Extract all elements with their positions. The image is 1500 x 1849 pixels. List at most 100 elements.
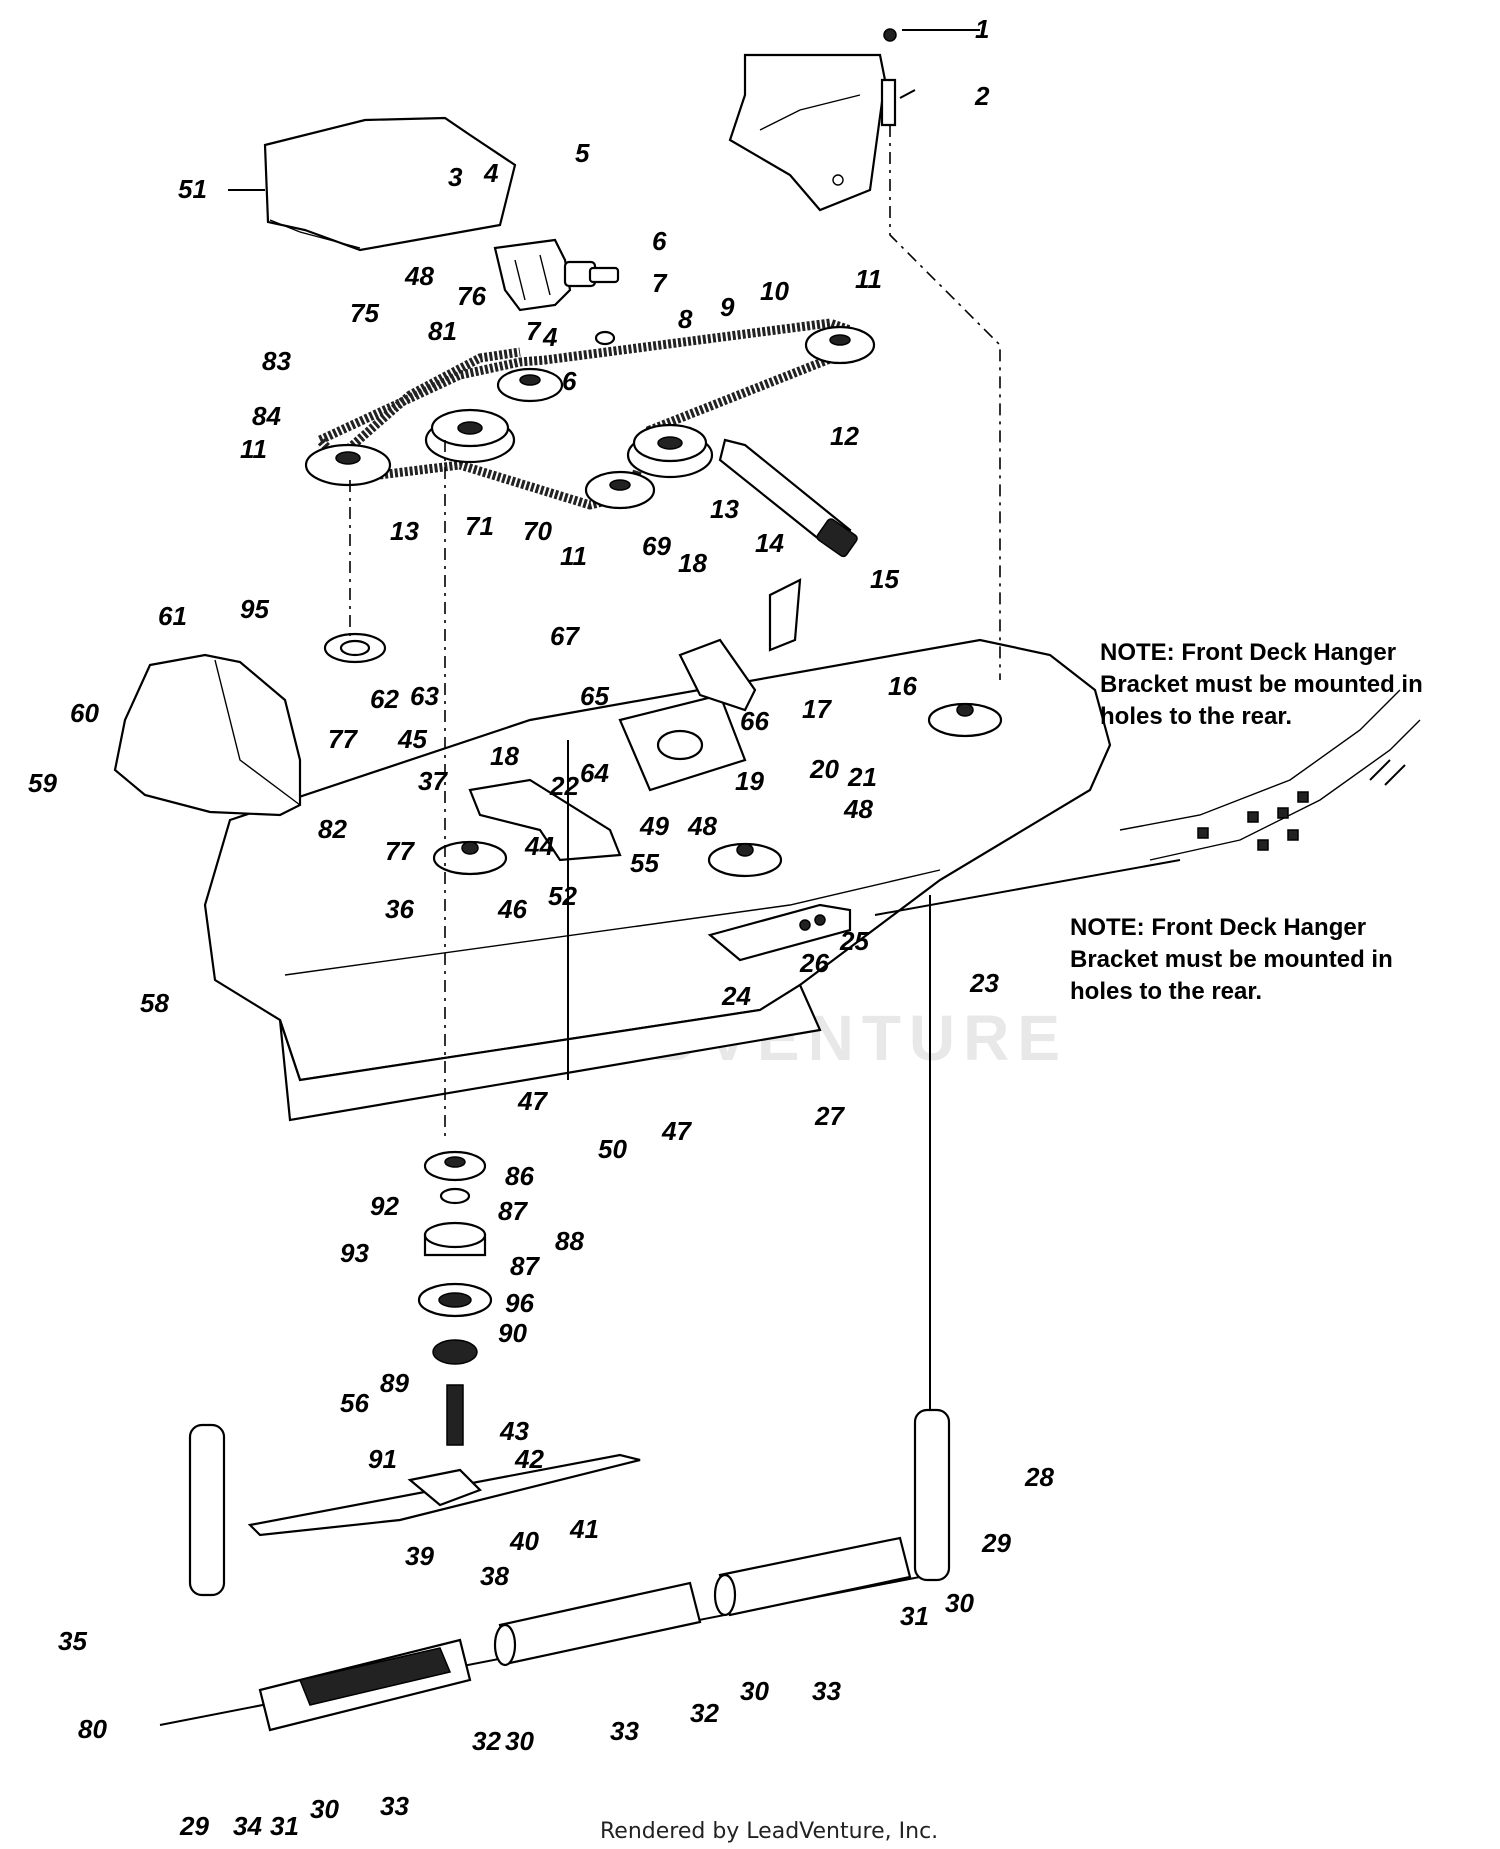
callout-63: 63	[410, 681, 439, 711]
callout-9: 9	[720, 292, 735, 322]
callout-1: 1	[975, 14, 989, 44]
callout-11: 11	[560, 541, 587, 571]
callout-2: 2	[974, 81, 990, 111]
callouts: 1 2 3 4 4 5 6 6 7 7 8 9 10 11 11 11 12 1…	[28, 14, 1054, 1841]
alignment-lines	[349, 125, 1001, 1410]
callout-75: 75	[350, 298, 379, 328]
callout-30: 30	[310, 1794, 339, 1824]
callout-48: 48	[687, 811, 717, 841]
cover-pin	[880, 28, 897, 127]
callout-13: 13	[390, 516, 419, 546]
callout-96: 96	[505, 1288, 534, 1318]
callout-64: 64	[580, 758, 609, 788]
callout-60: 60	[70, 698, 99, 728]
callout-52: 52	[548, 881, 577, 911]
callout-93: 93	[340, 1238, 369, 1268]
callout-40: 40	[509, 1526, 539, 1556]
callout-31: 31	[900, 1601, 929, 1631]
callout-44: 44	[524, 831, 554, 861]
callout-30: 30	[945, 1588, 974, 1618]
callout-23: 23	[969, 968, 999, 998]
spindle-mounts	[432, 702, 1003, 878]
callout-87: 87	[498, 1196, 528, 1226]
pulley-center-right	[626, 423, 714, 479]
callout-19: 19	[735, 766, 764, 796]
callout-50: 50	[598, 1134, 627, 1164]
svg-text:Bracket must be mounted in: Bracket must be mounted in	[1100, 671, 1423, 698]
callout-21: 21	[847, 762, 877, 792]
callout-47: 47	[661, 1116, 692, 1146]
note-2: NOTE: Front Deck Hanger Bracket must be …	[1070, 914, 1393, 1005]
front-hanger-bracket	[707, 903, 852, 962]
callout-22: 22	[549, 771, 579, 801]
callout-7: 7	[526, 316, 542, 346]
callout-51: 51	[178, 174, 207, 204]
callout-95: 95	[240, 594, 269, 624]
callout-16: 16	[888, 671, 917, 701]
svg-text:holes to the rear.: holes to the rear.	[1070, 978, 1262, 1005]
callout-5: 5	[575, 138, 590, 168]
callout-25: 25	[839, 926, 869, 956]
callout-11: 11	[855, 264, 882, 294]
callout-84: 84	[252, 401, 281, 431]
svg-text:holes to the rear.: holes to the rear.	[1100, 703, 1292, 730]
callout-41: 41	[569, 1514, 599, 1544]
callout-29: 29	[179, 1811, 209, 1841]
lift-bracket	[678, 578, 802, 712]
callout-71: 71	[465, 511, 494, 541]
callout-58: 58	[140, 988, 169, 1018]
callout-26: 26	[799, 948, 829, 978]
callout-34: 34	[233, 1811, 262, 1841]
callout-77: 77	[385, 836, 415, 866]
callout-43: 43	[499, 1416, 529, 1446]
svg-text:NOTE: Front Deck Hanger: NOTE: Front Deck Hanger	[1070, 914, 1366, 941]
callout-14: 14	[755, 528, 784, 558]
callout-27: 27	[814, 1101, 845, 1131]
callout-30: 30	[740, 1676, 769, 1706]
callout-13: 13	[710, 494, 739, 524]
callout-91: 91	[368, 1444, 397, 1474]
washer	[594, 330, 616, 346]
callout-20: 20	[809, 754, 839, 784]
callout-48: 48	[404, 261, 434, 291]
note-1: NOTE: Front Deck Hanger Bracket must be …	[1100, 639, 1423, 730]
pulley-left	[304, 443, 392, 487]
callout-18: 18	[490, 741, 519, 771]
deck-washer	[323, 632, 387, 664]
callout-4: 4	[483, 158, 499, 188]
callout-59: 59	[28, 768, 57, 798]
callout-82: 82	[318, 814, 347, 844]
callout-48: 48	[843, 794, 873, 824]
pulley-right	[804, 325, 876, 365]
svg-text:Bracket must be mounted in: Bracket must be mounted in	[1070, 946, 1393, 973]
callout-47: 47	[517, 1086, 548, 1116]
callout-37: 37	[418, 766, 448, 796]
callout-86: 86	[505, 1161, 534, 1191]
deck-hanger-detail	[1119, 689, 1421, 861]
callout-42: 42	[514, 1444, 544, 1474]
callout-33: 33	[812, 1676, 841, 1706]
gearbox	[493, 238, 620, 312]
footer-credit: Rendered by LeadVenture, Inc.	[600, 1819, 938, 1844]
callout-77: 77	[328, 724, 358, 754]
callout-62: 62	[370, 684, 399, 714]
callout-32: 32	[690, 1698, 719, 1728]
callout-88: 88	[555, 1226, 584, 1256]
left-belt-cover	[263, 116, 517, 252]
drive-shaft	[718, 438, 858, 558]
callout-65: 65	[580, 681, 609, 711]
callout-7: 7	[652, 268, 668, 298]
callout-33: 33	[610, 1716, 639, 1746]
callout-38: 38	[480, 1561, 509, 1591]
idler-pulley-bottom	[584, 470, 656, 510]
callout-69: 69	[642, 531, 671, 561]
spindle-assembly	[417, 1150, 493, 1446]
callout-76: 76	[457, 281, 486, 311]
mower-deck	[203, 638, 1112, 1122]
callout-66: 66	[740, 706, 769, 736]
pulley-center-left	[424, 408, 516, 464]
roller-assembly	[159, 1408, 951, 1732]
svg-text:NOTE: Front Deck Hanger: NOTE: Front Deck Hanger	[1100, 639, 1396, 666]
callout-17: 17	[802, 694, 832, 724]
